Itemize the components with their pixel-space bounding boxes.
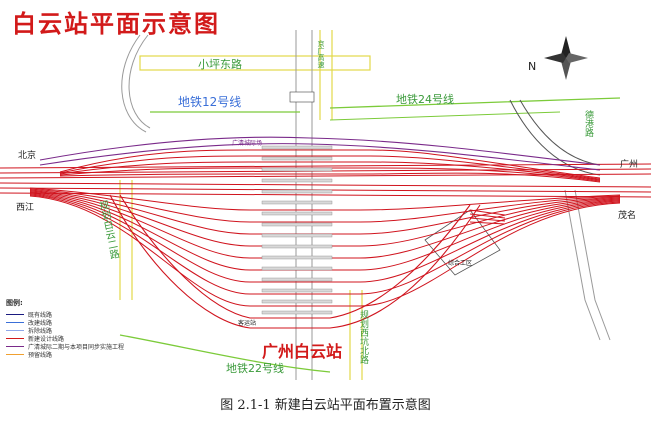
platform <box>261 200 333 205</box>
direction-maoming: 茂名 <box>618 211 637 221</box>
curved-road-left <box>128 34 151 129</box>
legend-label: 既有线路 <box>28 311 53 319</box>
metro-line-green-2 <box>329 111 561 121</box>
legend-label: 广清城际二期与本项目同步实施工程 <box>28 343 125 351</box>
platform <box>261 145 333 150</box>
legend-swatch <box>6 329 24 331</box>
platform <box>261 211 333 216</box>
platform-group <box>261 91 333 315</box>
platform <box>261 299 333 304</box>
depot-track <box>469 221 506 225</box>
legend-title: 图例: <box>6 299 23 307</box>
road-label-xikeng-text: 规划西坑北路 <box>358 310 368 364</box>
figure-caption: 图 2.1-1 新建白云站平面布置示意图 <box>220 398 431 413</box>
legend-label: 预留线路 <box>28 351 53 359</box>
platform <box>261 288 333 293</box>
legend: 图例: 既有线路改建线路拆除线路新建设计线路广清城际二期与本项目同步实施工程预留… <box>6 298 146 359</box>
legend-swatch <box>6 321 24 323</box>
purple-track <box>39 143 601 171</box>
xiaopingdong-road <box>139 55 371 71</box>
right-road-vertical-2 <box>574 189 611 341</box>
bridge-label: 广清城际场 <box>232 140 263 147</box>
lower-bowl-track <box>29 191 621 259</box>
metro-line-24 <box>329 97 621 109</box>
direction-guangzhou: 广州 <box>620 160 639 170</box>
road-label-right: 德港路 <box>582 110 595 137</box>
platform <box>261 189 333 194</box>
lower-bowl-track <box>29 192 621 271</box>
lower-bowl-track <box>29 194 621 295</box>
road-label-vertical: 京广高速 <box>316 40 326 68</box>
legend-swatch <box>6 353 24 355</box>
platform <box>261 156 333 161</box>
upper-throat-track <box>59 149 601 179</box>
lower-bowl-track <box>29 188 621 223</box>
depot-track <box>469 217 506 222</box>
right-road-vertical <box>564 189 601 341</box>
legend-item: 拆除线路 <box>6 326 146 335</box>
platform <box>261 277 333 282</box>
platform <box>261 233 333 238</box>
platform <box>261 266 333 271</box>
compass-icon <box>544 36 588 80</box>
lower-bowl-track <box>29 195 621 307</box>
main-track <box>0 192 651 198</box>
legend-item: 预留线路 <box>6 350 146 359</box>
legend-rows: 既有线路改建线路拆除线路新建设计线路广清城际二期与本项目同步实施工程预留线路 <box>6 310 146 359</box>
legend-swatch <box>6 313 24 315</box>
depot-label: 综合工区 <box>448 260 473 267</box>
right-road-1 <box>509 99 601 176</box>
station-small-label: 客运站 <box>238 320 257 327</box>
upper-throat-track <box>59 155 601 180</box>
upper-throat-track <box>59 167 601 182</box>
page-title: 白云站平面示意图 <box>12 10 220 38</box>
road-label-vertical-text: 京广高速 <box>317 40 325 68</box>
direction-xijiang: 西江 <box>16 203 35 213</box>
upper-throat-track <box>59 172 601 183</box>
platform <box>261 222 333 227</box>
legend-item: 广清城际二期与本项目同步实施工程 <box>6 342 146 351</box>
main-track <box>0 163 651 169</box>
legend-item: 既有线路 <box>6 310 146 319</box>
lower-bowl-track <box>29 189 621 235</box>
legend-label: 改建线路 <box>28 319 53 327</box>
legend-item: 新建设计线路 <box>6 334 146 343</box>
compass-label: N <box>528 60 537 73</box>
metro-label-22: 地铁22号线 <box>226 362 284 375</box>
upper-throat-track <box>59 161 601 181</box>
metro-label-12: 地铁12号线 <box>178 95 242 109</box>
legend-label: 拆除线路 <box>28 327 53 335</box>
lower-bowl-track <box>29 193 621 283</box>
road-label-xiaopingdong: 小坪东路 <box>198 58 242 71</box>
road-label-xikeng: 规划西坑北路 <box>357 310 370 364</box>
curved-road-left-2 <box>121 34 147 133</box>
depot-outline <box>424 209 501 276</box>
loop-track <box>109 194 481 329</box>
main-track <box>0 182 651 188</box>
platform <box>261 255 333 260</box>
right-road-2 <box>519 99 601 166</box>
loop-track <box>119 194 471 319</box>
direction-beijing: 北京 <box>18 151 37 161</box>
station-name: 广州白云站 <box>262 342 343 361</box>
metro-line-22 <box>119 334 331 373</box>
metro-label-24: 地铁24号线 <box>396 93 454 106</box>
legend-swatch <box>6 337 24 339</box>
depot-track <box>469 209 506 216</box>
platform <box>261 310 333 315</box>
legend-swatch <box>6 345 24 347</box>
station-building <box>289 91 315 103</box>
platform <box>261 178 333 183</box>
platform <box>261 244 333 249</box>
platform <box>261 167 333 172</box>
legend-label: 新建设计线路 <box>28 335 65 343</box>
depot-track <box>469 213 506 219</box>
lower-bowl-track <box>29 190 621 247</box>
road-label-right-text: 德港路 <box>583 110 593 137</box>
legend-item: 改建线路 <box>6 318 146 327</box>
purple-track <box>39 136 601 166</box>
